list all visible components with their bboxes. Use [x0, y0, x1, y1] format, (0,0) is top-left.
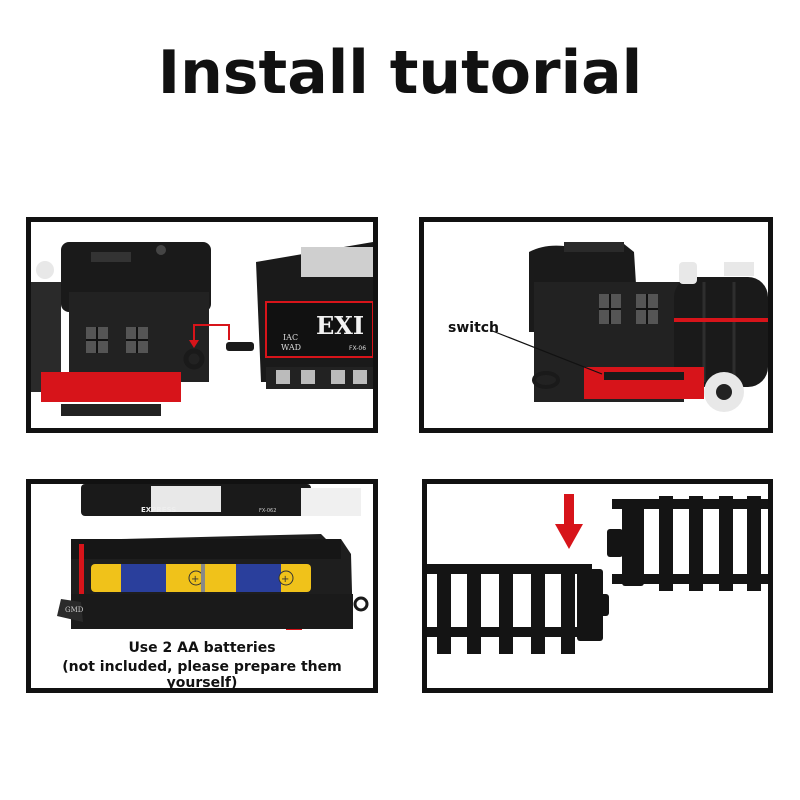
tender-label: EXI [316, 311, 364, 340]
express-label: EXPRESS [141, 506, 176, 514]
svg-text:+: + [191, 574, 199, 585]
svg-text:FX-062: FX-062 [259, 508, 276, 514]
switch-label: switch [448, 320, 500, 336]
battery-panel: EXPRESS FX-062 + + GMD Use 2 AA batterie… [26, 479, 378, 693]
locomotive-switch-illustration [489, 242, 768, 412]
svg-text:IAC: IAC [283, 333, 298, 342]
battery-compartment-illustration: EXPRESS FX-062 + + GMD [57, 484, 369, 630]
track-panel [422, 479, 773, 693]
track-connection-illustration [427, 494, 768, 654]
svg-text:FX-06: FX-06 [349, 345, 366, 352]
switch-panel: switch [419, 217, 773, 433]
svg-text:WAD: WAD [281, 343, 301, 352]
svg-text:+: + [281, 574, 289, 585]
coupling-panel: EXI IAC WAD FX-06 [26, 217, 378, 433]
train-coupling-illustration: EXI IAC WAD FX-06 [31, 242, 373, 416]
battery-caption-line-2: (not included, please prepare them yours… [62, 659, 342, 691]
arrow-down-icon [564, 494, 574, 526]
page-title: Install tutorial [157, 38, 643, 108]
battery-caption-line-1: Use 2 AA batteries [128, 640, 276, 656]
svg-text:GMD: GMD [65, 606, 84, 614]
